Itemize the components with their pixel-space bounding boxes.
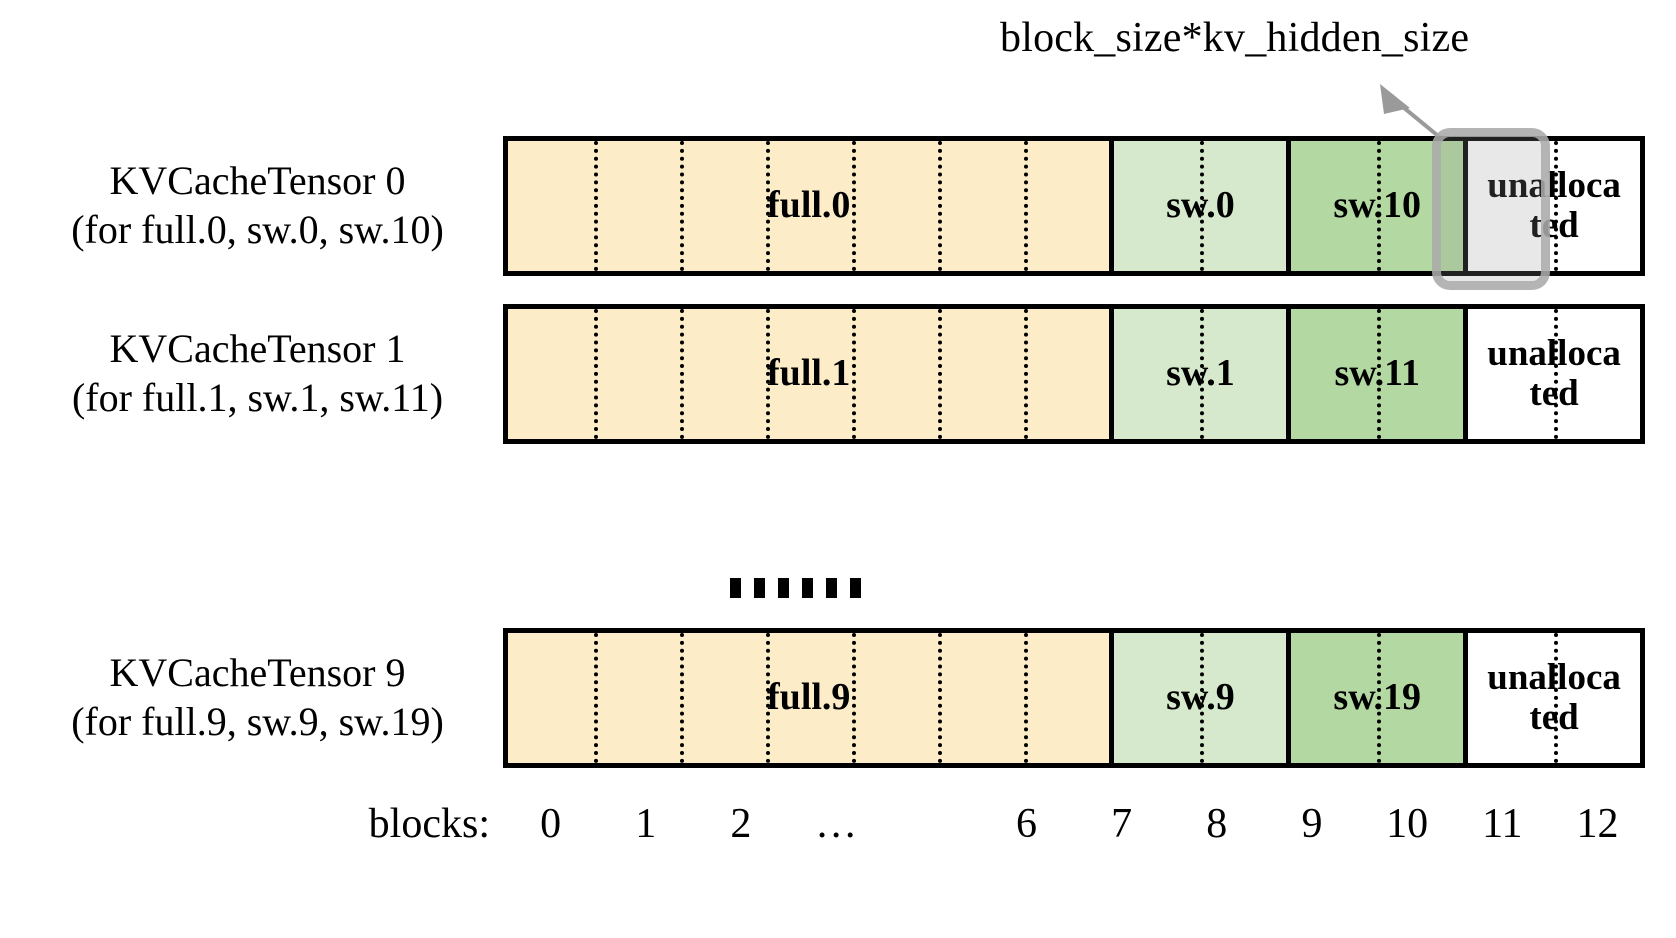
axis-tick-spacer (884, 800, 979, 860)
segment-label: full.1 (767, 352, 851, 395)
axis-tick-6: 6 (1015, 801, 1037, 847)
tensor-row-0: KVCacheTensor 0 (for full.0, sw.0, sw.10… (0, 136, 1676, 276)
segment-sw-dark-1[interactable]: sw.11 (1286, 309, 1464, 439)
axis-tick-8: 8 (1206, 801, 1228, 847)
segment-label: sw.11 (1334, 352, 1420, 395)
segment-full-9[interactable]: full.9 (508, 633, 1110, 763)
segment-full-0[interactable]: full.0 (508, 141, 1110, 271)
axis-tick-12: 12 (1576, 801, 1619, 847)
segment-label: sw.9 (1166, 676, 1235, 719)
segment-label: sw.19 (1333, 676, 1422, 719)
tensor-row-1-subtitle: (for full.1, sw.1, sw.11) (71, 375, 444, 420)
segment-sw-dark-9[interactable]: sw.19 (1286, 633, 1464, 763)
segment-label: sw.0 (1166, 184, 1235, 227)
block-highlight-box[interactable] (1432, 128, 1550, 290)
tensor-row-9-label: KVCacheTensor 9 (for full.9, sw.9, sw.19… (30, 649, 485, 747)
axis-tick-11: 11 (1482, 801, 1523, 847)
axis-tick-10: 10 (1386, 801, 1429, 847)
tensor-row-9: KVCacheTensor 9 (for full.9, sw.9, sw.19… (0, 628, 1676, 768)
tensor-row-9-title: KVCacheTensor 9 (109, 650, 406, 696)
rows-continuation-ellipsis (730, 578, 861, 598)
axis-tick-7: 7 (1111, 801, 1133, 847)
tensor-row-1-title: KVCacheTensor 1 (109, 326, 406, 372)
segment-sw-light-0[interactable]: sw.0 (1109, 141, 1287, 271)
axis-tick-2: 2 (730, 801, 752, 847)
tensor-row-1-label: KVCacheTensor 1 (for full.1, sw.1, sw.11… (30, 325, 485, 423)
axis-tick-ellipsis: … (815, 801, 858, 847)
tensor-row-0-label: KVCacheTensor 0 (for full.0, sw.0, sw.10… (30, 157, 485, 255)
segment-label: sw.10 (1333, 184, 1422, 227)
segment-sw-light-9[interactable]: sw.9 (1109, 633, 1287, 763)
blocks-axis-ticks: 0 1 2 … 6 7 8 9 10 11 12 (503, 800, 1645, 860)
axis-tick-1: 1 (635, 801, 657, 847)
tensor-row-1: KVCacheTensor 1 (for full.1, sw.1, sw.11… (0, 304, 1676, 444)
segment-label: full.9 (767, 676, 851, 719)
segment-sw-light-1[interactable]: sw.1 (1109, 309, 1287, 439)
blocks-axis-title: blocks: (368, 801, 490, 847)
tensor-row-0-subtitle: (for full.0, sw.0, sw.10) (71, 207, 444, 252)
annotation-label: block_size*kv_hidden_size (1000, 15, 1470, 61)
axis-tick-9: 9 (1301, 801, 1323, 847)
segment-full-1[interactable]: full.1 (508, 309, 1110, 439)
tensor-row-0-title: KVCacheTensor 0 (109, 158, 406, 204)
axis-tick-0: 0 (540, 801, 562, 847)
segment-label: sw.1 (1166, 352, 1235, 395)
segment-label: full.0 (767, 184, 851, 227)
blocks-axis: blocks: 0 1 2 … 6 7 8 9 10 11 12 (0, 800, 1676, 870)
tensor-row-9-subtitle: (for full.9, sw.9, sw.19) (71, 699, 444, 744)
